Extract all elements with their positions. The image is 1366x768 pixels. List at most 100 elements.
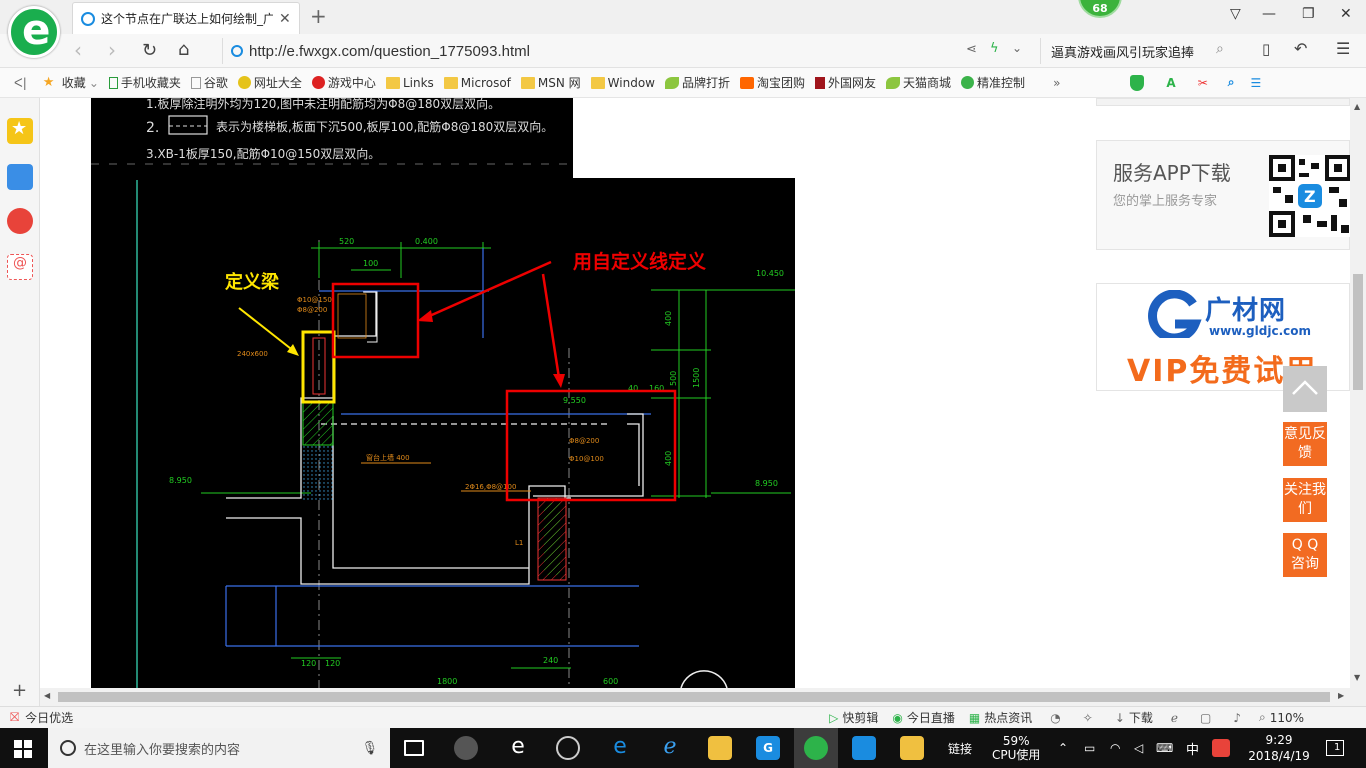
file-explorer-icon[interactable] xyxy=(708,736,732,760)
close-window-icon[interactable]: ✕ xyxy=(1340,6,1352,22)
bookmark-item[interactable]: 谷歌 xyxy=(190,74,228,91)
glodon-icon[interactable]: G xyxy=(756,736,780,760)
feedback-button[interactable]: 意见反馈 xyxy=(1283,422,1327,466)
qq-consult-button[interactable]: Q Q 咨询 xyxy=(1283,533,1327,577)
speaker-icon[interactable]: ◁ xyxy=(1134,741,1144,755)
keyboard-icon[interactable]: ⌨ xyxy=(1156,741,1174,755)
vertical-scroll-thumb[interactable] xyxy=(1353,274,1363,390)
bookmark-item[interactable]: Links xyxy=(385,76,434,90)
back-icon[interactable]: ‹ xyxy=(74,38,82,62)
shield-icon[interactable] xyxy=(1130,74,1145,91)
bookmark-item[interactable]: MSN 网 xyxy=(520,74,581,91)
cpu-meter[interactable]: 59% CPU使用 xyxy=(992,728,1040,768)
edge-icon[interactable]: e xyxy=(613,734,627,759)
app-download-card[interactable]: 服务APP下载 您的掌上服务专家 Z xyxy=(1096,140,1350,250)
restore-icon[interactable]: ❐ xyxy=(1302,6,1315,22)
volume-icon[interactable]: ♪ xyxy=(1233,710,1242,725)
home-icon[interactable]: ⌂ xyxy=(178,39,190,60)
task-view-icon[interactable] xyxy=(404,740,424,756)
tab-title: 这个节点在广联达上如何绘制_广 xyxy=(101,12,273,26)
bookmark-item[interactable]: 淘宝团购 xyxy=(740,74,805,91)
fan-app-icon[interactable] xyxy=(454,736,478,760)
zoom-search-icon[interactable]: ⌕ xyxy=(1227,75,1235,89)
add-panel-icon[interactable]: + xyxy=(12,680,28,701)
chevron-up-icon xyxy=(1292,380,1318,395)
skin-icon[interactable]: ▽ xyxy=(1230,6,1241,22)
taskbar-search[interactable]: 在这里输入你要搜索的内容 🎙 xyxy=(48,728,390,768)
follow-us-button[interactable]: 关注我们 xyxy=(1283,478,1327,522)
news-link[interactable]: 热点资讯 xyxy=(984,711,1033,725)
bookmark-icon xyxy=(815,76,826,89)
bookmark-item[interactable]: 手机收藏夹 xyxy=(108,74,181,91)
bookmark-item[interactable]: Microsof xyxy=(443,76,511,90)
note-line-2: 表示为楼梯板,板面下沉500,板厚100,配筋Φ8@180双层双向。 xyxy=(216,119,553,134)
translate-icon[interactable]: A xyxy=(1166,75,1176,90)
zoom-level[interactable]: 110% xyxy=(1269,710,1305,725)
bookmark-item[interactable]: 网址大全 xyxy=(237,74,302,91)
ie-mode-icon[interactable]: ℯ xyxy=(1170,710,1178,725)
scissors-icon[interactable]: ✂ xyxy=(1197,75,1208,90)
collapse-sidebar-icon[interactable]: ᐸ| xyxy=(14,75,27,90)
clean-icon[interactable]: ✧ xyxy=(1082,710,1093,725)
new-tab-icon[interactable]: + xyxy=(310,4,327,28)
speed-icon[interactable]: ◔ xyxy=(1050,710,1061,725)
bookmark-item[interactable]: 天猫商城 xyxy=(886,74,951,91)
browser-tab[interactable]: 这个节点在广联达上如何绘制_广 ✕ xyxy=(72,2,300,34)
active-app-highlight[interactable] xyxy=(794,728,838,768)
tray-link-label[interactable]: 链接 xyxy=(948,741,973,756)
search-box[interactable]: 逼真游戏画风引玩家追捧 xyxy=(1040,38,1240,64)
ie-icon[interactable]: ℯ xyxy=(663,734,677,759)
notes-app-icon[interactable] xyxy=(900,736,924,760)
download-link[interactable]: 下载 xyxy=(1128,711,1153,725)
blue-app-icon[interactable] xyxy=(852,736,876,760)
folder-icon xyxy=(520,76,535,89)
menu-icon[interactable]: ☰ xyxy=(1336,39,1351,58)
more-bookmarks-icon[interactable]: » xyxy=(1053,75,1061,90)
spiral-app-icon[interactable] xyxy=(556,736,580,760)
microphone-icon[interactable]: 🎙 xyxy=(361,740,378,756)
action-center[interactable]: 1 xyxy=(1326,728,1344,768)
forward-icon[interactable]: › xyxy=(108,38,116,62)
bookmark-item[interactable]: 品牌打折 xyxy=(664,74,730,91)
weibo-icon[interactable] xyxy=(7,208,33,234)
favorites-star-icon[interactable]: ★ xyxy=(7,118,33,144)
window-icon[interactable]: ▢ xyxy=(1200,710,1212,725)
rebar-b: Φ8@200 xyxy=(297,306,327,314)
windows-start-icon[interactable] xyxy=(14,740,32,758)
search-icon[interactable]: ⌕ xyxy=(1216,41,1224,57)
refresh-icon[interactable]: ↻ xyxy=(142,40,158,61)
bookmark-item[interactable]: 精准控制 xyxy=(961,74,1025,91)
undo-icon[interactable]: ↶ xyxy=(1294,39,1308,58)
bookmark-item[interactable]: 游戏中心 xyxy=(311,74,376,91)
notification-badge[interactable]: 68 xyxy=(1078,0,1122,18)
browser-e-taskbar-icon[interactable]: e xyxy=(511,734,525,759)
mobile-icon[interactable]: ▯ xyxy=(1262,40,1271,58)
ime-indicator[interactable]: 中 xyxy=(1186,742,1200,758)
chevron-down-icon[interactable]: ⌄ xyxy=(1012,41,1023,55)
vertical-scrollbar[interactable]: ▲ ▼ xyxy=(1350,98,1366,688)
toolbar-menu-icon[interactable]: ☰ xyxy=(1250,75,1262,90)
bookmark-item[interactable]: Window xyxy=(590,76,655,90)
bookmark-item[interactable]: ★收藏⌄ xyxy=(42,75,99,90)
quick-cut-link[interactable]: 快剪辑 xyxy=(842,711,879,725)
url-field[interactable]: http://e.fwxgx.com/question_1775093.html xyxy=(222,38,1038,64)
bookmark-item[interactable]: 外国网友 xyxy=(815,74,876,91)
minimize-icon[interactable]: — xyxy=(1262,6,1276,22)
tray-expand-icon[interactable]: ⌃ xyxy=(1058,741,1069,755)
share-icon[interactable]: ⋖ xyxy=(966,42,977,57)
reading-list-icon[interactable] xyxy=(7,164,33,190)
lightning-icon[interactable]: ϟ xyxy=(990,41,999,56)
today-picks-link[interactable]: 今日优选 xyxy=(25,711,74,725)
wifi-icon[interactable]: ◠ xyxy=(1110,741,1121,755)
close-tab-icon[interactable]: ✕ xyxy=(279,10,291,27)
horizontal-scrollbar[interactable]: ◀ ▶ xyxy=(40,688,1350,706)
horizontal-scroll-thumb[interactable] xyxy=(58,692,1330,702)
sogou-icon[interactable] xyxy=(1212,728,1230,768)
back-to-top-button[interactable] xyxy=(1283,366,1327,412)
browser-logo-icon[interactable] xyxy=(8,5,60,58)
scroll-corner xyxy=(1350,688,1366,706)
mail-icon[interactable]: @ xyxy=(7,254,33,280)
clock[interactable]: 9:29 2018/4/19 xyxy=(1242,728,1316,768)
live-link[interactable]: 今日直播 xyxy=(906,711,955,725)
battery-icon[interactable]: ▭ xyxy=(1084,741,1096,755)
